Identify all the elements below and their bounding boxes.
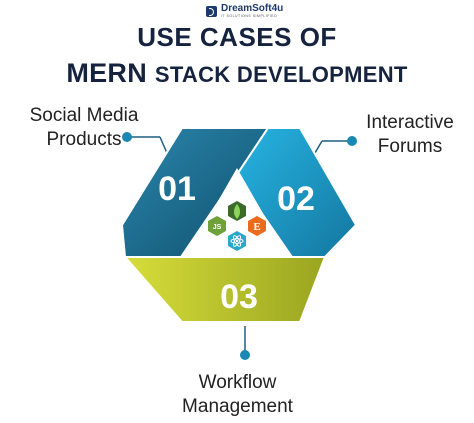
connector-3 [240,326,250,360]
dreamsoft4u-logo: DreamSoft4u IT SOLUTIONS SIMPLIFIED [206,4,283,19]
express-e-icon: E [248,216,266,236]
react-atom-icon [228,231,246,251]
label-1-line-1: Social Media [29,105,139,126]
label-1-line-2: Products [46,129,122,150]
label-workflow-management: Workflow Management [150,371,325,419]
segment-03 [122,256,327,323]
segment-01-number: 01 [158,170,196,208]
segment-03-number: 03 [220,278,258,316]
label-2-line-2: Forums [377,136,443,157]
title-mern: MERN [66,58,148,88]
segment-02-number: 02 [277,180,315,218]
label-2-line-1: Interactive [366,112,454,133]
brand-tagline: IT SOLUTIONS SIMPLIFIED [221,14,278,18]
svg-text:E: E [253,221,260,233]
brand-name: DreamSoft4u [221,3,284,14]
title-stack-development: STACK DEVELOPMENT [154,62,408,87]
title-line-1: USE CASES OF [137,22,337,52]
svg-text:JS: JS [213,224,222,231]
label-interactive-forums: Interactive Forums [350,111,470,159]
nodejs-icon: JS [208,216,226,236]
logo-mark-icon [206,5,217,17]
label-3-line-2: Management [182,396,293,417]
label-3-line-1: Workflow [198,372,277,393]
mongodb-leaf-icon [228,201,246,221]
title-line-2: MERN STACK DEVELOPMENT [0,58,474,89]
label-social-media-products: Social Media Products [4,104,164,152]
